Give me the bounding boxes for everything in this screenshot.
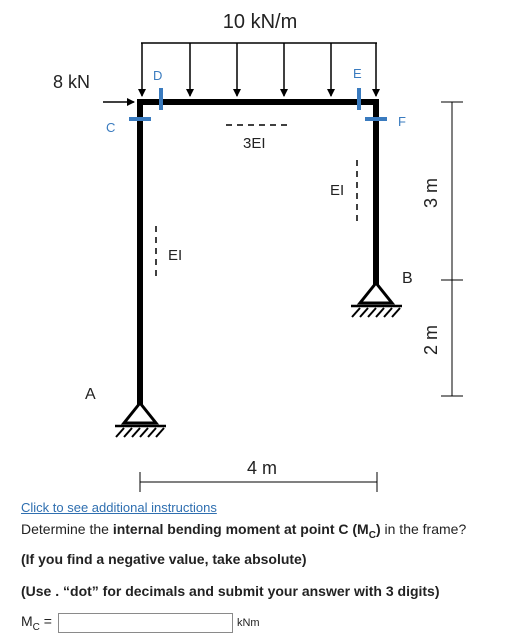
section-marker-d [159,88,163,110]
answer-label: MC = [21,613,52,633]
point-b-label: B [402,270,413,287]
pin-support-a [115,400,166,438]
pin-support-b [351,280,402,318]
section-marker-e [357,88,361,110]
note-decimals: (Use . “dot” for decimals and submit you… [21,583,440,599]
point-f-label: F [398,114,406,129]
point-a-label: A [85,386,96,403]
section-marker-c [129,117,151,121]
question-text: Determine the internal bending moment at… [21,521,466,541]
vertical-dimension [441,101,463,397]
point-load-label: 8 kN [53,72,90,92]
question-prefix: Determine the [21,521,113,537]
unit-label: kNm [236,617,260,629]
horizontal-dimension-label: 4 m [247,458,277,478]
answer-row: MC = kNm [21,612,260,634]
right-column-stiffness-label: EI [330,182,344,199]
question-suffix: in the frame? [380,521,467,537]
question-bold: internal bending moment at point C (MC) [112,521,381,541]
point-c-label: C [106,120,115,135]
additional-instructions-link[interactable]: Click to see additional instructions [21,500,217,515]
lower-dimension-label: 2 m [421,325,441,355]
mc-answer-input[interactable] [57,613,233,633]
section-marker-f [365,117,387,121]
point-e-label: E [353,66,362,81]
beam-stiffness-label: 3EI [243,135,266,152]
note-negative: (If you find a negative value, take abso… [21,551,307,567]
frame-diagram: 10 kN/m 8 kN D E C F 3EI EI EI A B [53,11,463,492]
point-d-label: D [153,68,162,83]
horizontal-dimension [139,472,378,492]
distributed-load-label: 10 kN/m [223,11,297,33]
upper-dimension-label: 3 m [421,178,441,208]
distributed-load [138,42,380,97]
left-column-stiffness-label: EI [168,247,182,264]
